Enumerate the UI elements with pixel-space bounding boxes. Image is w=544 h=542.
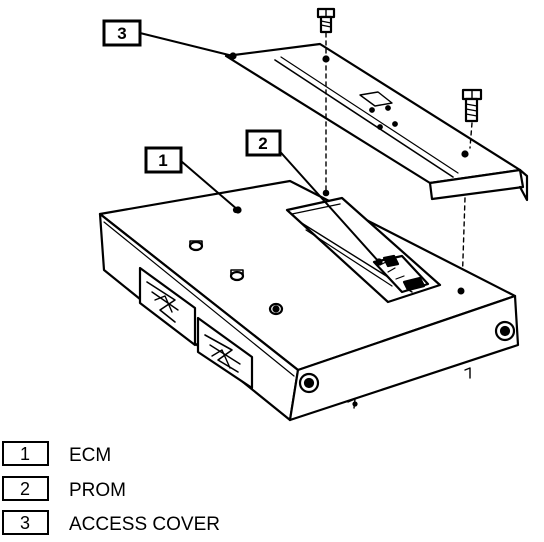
- svg-text:3: 3: [117, 24, 126, 43]
- connector-left: [138, 266, 197, 347]
- cover-screw-right: [461, 88, 483, 123]
- callout-1: 1: [144, 146, 183, 174]
- svg-text:2: 2: [20, 479, 30, 499]
- callout-2: 2: [245, 129, 282, 157]
- svg-text:2: 2: [258, 134, 267, 153]
- cover-screw-left: [316, 7, 336, 34]
- svg-text:ACCESS COVER: ACCESS COVER: [69, 514, 220, 535]
- legend-item-ecm: 1 ECM: [2, 441, 111, 466]
- connector-right: [196, 316, 254, 390]
- svg-text:ECM: ECM: [69, 445, 111, 466]
- callout-3: 3: [102, 19, 142, 47]
- prom-slot: [285, 196, 442, 304]
- ecm-housing: [98, 179, 520, 422]
- legend: 1 ECM 2 PROM 3 ACCESS COVER: [2, 441, 220, 535]
- svg-text:PROM: PROM: [69, 480, 126, 501]
- legend-item-access-cover: 3 ACCESS COVER: [2, 510, 220, 535]
- prom-chip: [372, 254, 430, 294]
- legend-item-prom: 2 PROM: [2, 476, 126, 501]
- svg-text:3: 3: [20, 513, 30, 533]
- svg-text:1: 1: [20, 444, 30, 464]
- svg-text:1: 1: [158, 151, 167, 170]
- access-cover: [224, 42, 529, 202]
